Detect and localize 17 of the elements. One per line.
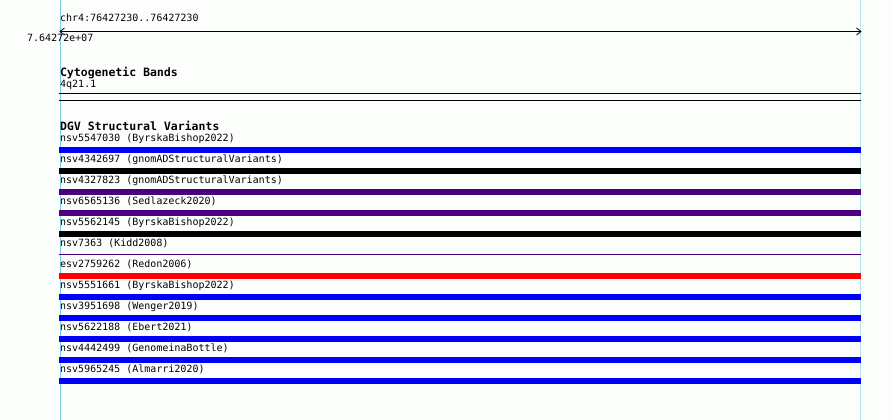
region-coordinates: chr4:76427230..76427230: [60, 13, 198, 25]
variant-label: nsv5547030 (ByrskaBishop2022): [60, 133, 235, 145]
variant-label: nsv5965245 (Almarri2020): [60, 364, 204, 376]
variant-label: nsv4327823 (gnomADStructuralVariants): [60, 175, 283, 187]
track-title: DGV Structural Variants: [60, 120, 220, 133]
variant-label: esv2759262 (Redon2006): [60, 259, 192, 271]
variant-label: nsv3951698 (Wenger2019): [60, 301, 198, 313]
variant-label: nsv6565136 (Sedlazeck2020): [60, 196, 217, 208]
variant-label: nsv5622188 (Ebert2021): [60, 322, 192, 334]
variant-label: nsv5562145 (ByrskaBishop2022): [60, 217, 235, 229]
track-title: Cytogenetic Bands: [60, 66, 178, 79]
variant-label: nsv4442499 (GenomeinaBottle): [60, 343, 229, 355]
variant-label: nsv7363 (Kidd2008): [60, 238, 168, 250]
axis-tick-label: 7.64272e+07: [27, 33, 94, 45]
variant-label: nsv5551661 (ByrskaBishop2022): [60, 280, 235, 292]
variant-label: nsv4342697 (gnomADStructuralVariants): [60, 154, 283, 166]
cytoband-label: 4q21.1: [60, 79, 96, 91]
